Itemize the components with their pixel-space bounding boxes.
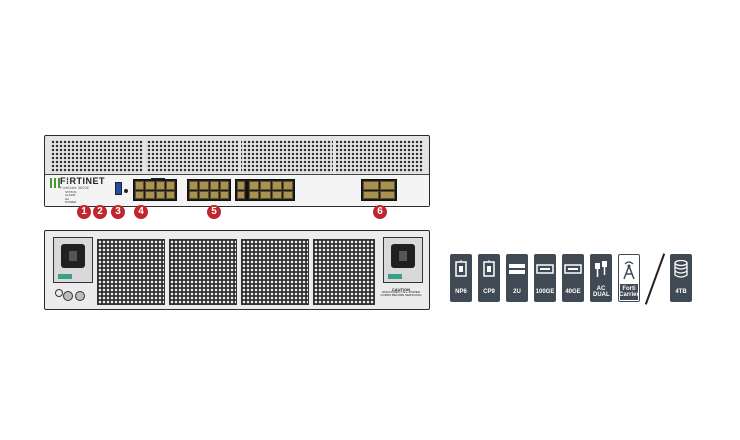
qsfp-port-group: [361, 179, 397, 201]
front-vent-grille: [51, 140, 423, 173]
port-icon: [564, 256, 582, 282]
sfp-port-group-4: [247, 179, 295, 201]
usb-port: [115, 182, 122, 195]
feature-label: 40GE: [565, 289, 581, 295]
power-socket-icon: [391, 244, 415, 268]
feature-label: 4TB: [675, 289, 687, 295]
model-name: FortiGate 3600E: [60, 185, 90, 190]
feature-np6: NP6: [450, 254, 472, 302]
screw-icon: [75, 291, 85, 301]
sfp-port-group-3: [235, 179, 247, 201]
caution-label: CAUTION DISCONNECT ALL POWER CORDS BEFOR…: [379, 287, 423, 298]
sfp-port-group-2: [187, 179, 231, 201]
feature-label-text: Forti Carrier: [619, 286, 639, 298]
fan-grille: [169, 239, 237, 305]
caution-text: DISCONNECT ALL POWER CORDS BEFORE SERVIC…: [380, 290, 422, 298]
fan-grille: [241, 239, 309, 305]
grille-divider: [143, 140, 146, 173]
antenna-icon: [621, 257, 637, 283]
port-icon: [536, 256, 554, 282]
callout-badge: 6: [373, 205, 387, 219]
status-leds: STATUS ALARM HA POWER: [65, 190, 77, 205]
feature-ac-dual: AC DUAL: [590, 254, 612, 302]
power-supply-left: [53, 237, 93, 283]
feature-label: CP9: [483, 289, 495, 295]
rack-unit-icon: [508, 256, 526, 282]
led-label: ALARM: [65, 193, 76, 198]
feature-40ge: 40GE: [562, 254, 584, 302]
callout-badge: 4: [134, 205, 148, 219]
feature-100ge: 100GE: [534, 254, 556, 302]
led-label: STATUS: [65, 190, 77, 194]
feature-label: 100GE: [535, 289, 555, 295]
feature-label-text: AC DUAL: [593, 286, 610, 298]
grille-divider: [238, 140, 241, 173]
brand-logo-icon: [50, 178, 60, 188]
sfp-port-group-1: [133, 179, 177, 201]
callout-badge: 3: [111, 205, 125, 219]
feature-label: 2U: [513, 289, 521, 295]
front-panel: F⁞RTINET FortiGate 3600E STATUS ALARM HA…: [44, 135, 430, 207]
np-chip-icon: [452, 256, 470, 282]
feature-forticarrier: Forti Carrier: [618, 254, 640, 302]
power-plug-icon: [592, 256, 610, 282]
caution-title: CAUTION: [391, 287, 411, 292]
reset-pinhole: [124, 189, 128, 193]
cp-chip-icon: [480, 256, 498, 282]
fan-grille: [313, 239, 375, 305]
ground-icon: [55, 289, 63, 297]
led-label: POWER: [65, 200, 77, 205]
callout-badge: 2: [93, 205, 107, 219]
power-socket-icon: [61, 244, 85, 268]
feature-2u: 2U: [506, 254, 528, 302]
led-label: HA: [65, 196, 70, 201]
feature-label: NP6: [455, 289, 467, 295]
feature-label: Forti Carrier: [619, 284, 639, 300]
grille-divider: [333, 140, 336, 173]
fan-grille: [97, 239, 165, 305]
psu-release-tab: [58, 274, 72, 279]
feature-4tb: 4TB: [670, 254, 692, 302]
callout-badge: 5: [207, 205, 221, 219]
storage-icon: [672, 256, 690, 282]
callout-row: 1 2 3 4 5 6: [0, 205, 440, 227]
psu-release-tab: [388, 274, 402, 279]
brand-name: F⁞RTINET: [60, 176, 105, 186]
separator-slash: [644, 253, 666, 305]
screw-icon: [63, 291, 73, 301]
callout-badge: 1: [77, 205, 91, 219]
feature-label: AC DUAL: [590, 284, 612, 300]
feature-cp9: CP9: [478, 254, 500, 302]
power-supply-right: [383, 237, 423, 283]
rear-panel: CAUTION DISCONNECT ALL POWER CORDS BEFOR…: [44, 230, 430, 310]
